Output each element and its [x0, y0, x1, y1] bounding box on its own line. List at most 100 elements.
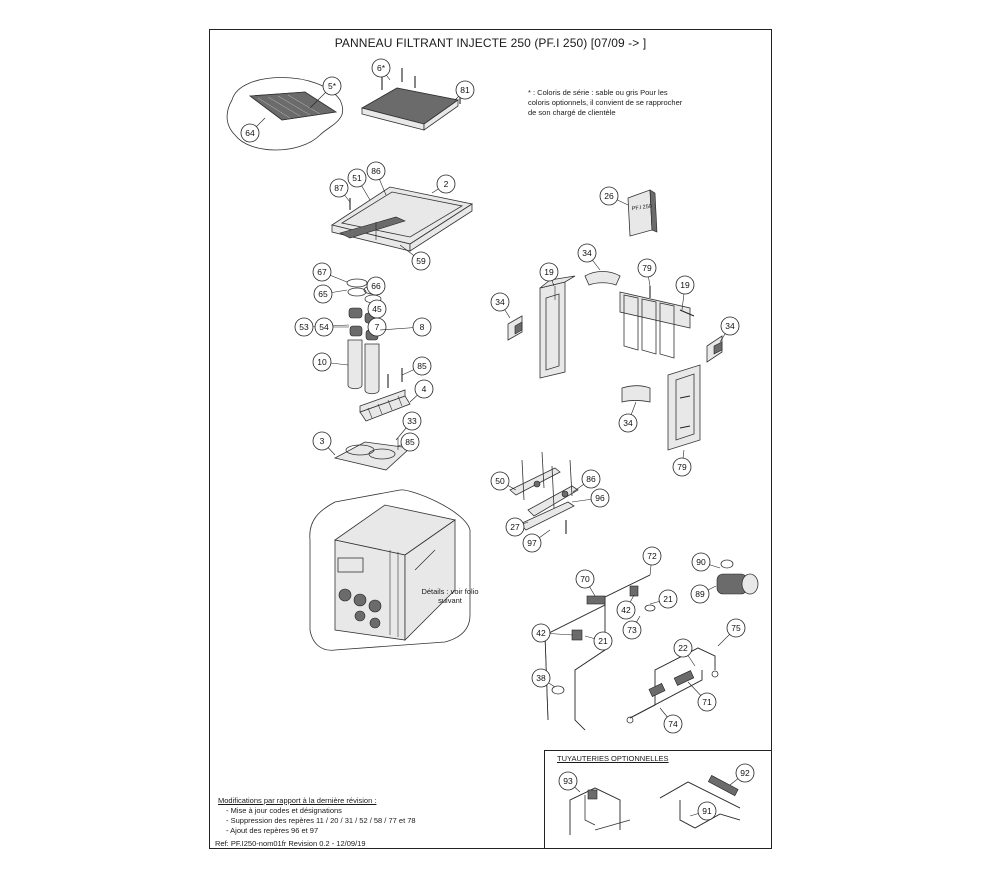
- callout-label: 64: [245, 128, 255, 138]
- callout-34: 34: [577, 243, 601, 271]
- callout-circle: [313, 284, 333, 304]
- callout-label: 4: [422, 384, 427, 394]
- callout-circle: [505, 517, 525, 537]
- part-26-manual: PF.I 250: [627, 189, 658, 237]
- modification-item: Suppression des repères 11 / 20 / 31 / 5…: [226, 816, 416, 826]
- callout-45: 45: [367, 299, 387, 319]
- callout-label: 3: [320, 436, 325, 446]
- callout-label: 33: [407, 416, 417, 426]
- callout-64: 64: [240, 117, 266, 143]
- callout-circle: [697, 801, 717, 821]
- callout-label: 79: [642, 263, 652, 273]
- callout-label: 91: [702, 806, 712, 816]
- callout-7: 7: [367, 317, 387, 337]
- callout-label: 92: [740, 768, 750, 778]
- callout-label: 79: [677, 462, 687, 472]
- callout-2: 2: [431, 174, 456, 194]
- callout-90: 90: [691, 552, 721, 572]
- callout-42: 42: [531, 623, 574, 643]
- skimmer-body: [309, 489, 471, 651]
- callout-42: 42: [616, 594, 636, 620]
- optional-pipe-93: [569, 787, 631, 835]
- callout-label: 22: [678, 643, 688, 653]
- callout-label: 2: [444, 179, 449, 189]
- callout-96: 96: [571, 488, 610, 508]
- callout-label: 21: [663, 594, 673, 604]
- callout-circle: [658, 589, 678, 609]
- callout-22: 22: [673, 638, 696, 667]
- callout-label: 34: [623, 418, 633, 428]
- part-2-filter-frame: [331, 186, 474, 252]
- callout-circle: [673, 638, 693, 658]
- optional-pipe-91-92: [659, 775, 741, 829]
- callout-circle: [590, 488, 610, 508]
- callout-label: 85: [405, 437, 415, 447]
- callout-19: 19: [539, 262, 559, 287]
- callout-59: 59: [399, 244, 431, 271]
- callout-label: 38: [536, 673, 546, 683]
- modifications-block: Modifications par rapport à la dernière …: [218, 796, 416, 836]
- part-79-weir-plate: [667, 364, 701, 451]
- callout-circle: [371, 58, 391, 78]
- callout-label: 21: [598, 636, 608, 646]
- callout-label: 51: [352, 173, 362, 183]
- callout-circle: [558, 771, 578, 791]
- callout-circle: [367, 317, 387, 337]
- callout-91: 91: [689, 801, 717, 821]
- callout-circle: [618, 413, 638, 433]
- callout-circle: [663, 714, 683, 734]
- callout-label: 87: [334, 183, 344, 193]
- callout-circle: [637, 258, 657, 278]
- part-34-cap-top: [584, 271, 621, 286]
- color-note: * : Coloris de série : sable ou gris Pou…: [528, 88, 683, 117]
- callout-label: 34: [725, 321, 735, 331]
- callout-79: 79: [637, 258, 657, 287]
- callout-label: 65: [318, 289, 328, 299]
- modification-item: Ajout des repères 96 et 97: [226, 826, 416, 836]
- callout-label: 42: [536, 628, 546, 638]
- callout-label: 86: [371, 166, 381, 176]
- callout-circle: [531, 668, 551, 688]
- callout-93: 93: [558, 771, 581, 793]
- callout-label: 26: [604, 191, 614, 201]
- piping-circuit-main: [544, 574, 656, 731]
- callout-circle: [581, 469, 601, 489]
- callout-97: 97: [522, 529, 551, 553]
- part-19-weir-left: [539, 275, 576, 379]
- part-50-support-rack: [509, 451, 579, 534]
- callout-circle: [599, 186, 619, 206]
- callout-86: 86: [572, 469, 601, 493]
- callout-circle: [531, 623, 551, 643]
- callout-circle: [455, 80, 475, 100]
- callout-circle: [675, 275, 695, 295]
- callout-51: 51: [347, 168, 371, 201]
- callout-81: 81: [454, 80, 475, 101]
- callout-circle: [347, 168, 367, 188]
- page-title: PANNEAU FILTRANT INJECTE 250 (PF.I 250) …: [334, 36, 647, 50]
- callout-75: 75: [717, 618, 746, 647]
- part-6-cover-grid: [360, 68, 461, 131]
- callout-38: 38: [531, 668, 556, 688]
- callout-74: 74: [659, 707, 683, 734]
- callout-label: 81: [460, 85, 470, 95]
- callout-circle: [412, 356, 432, 376]
- callout-circle: [312, 352, 332, 372]
- callout-circle: [490, 471, 510, 491]
- callout-label: 75: [731, 623, 741, 633]
- callout-label: 8: [420, 322, 425, 332]
- callout-19: 19: [675, 275, 695, 311]
- part-4-grid-bracket: [359, 389, 411, 422]
- part-34-clip-right: [706, 335, 723, 363]
- callout-34: 34: [490, 292, 511, 319]
- callout-circle: [726, 618, 746, 638]
- callout-label: 72: [647, 551, 657, 561]
- callout-5-star: 5*: [309, 76, 342, 109]
- callout-circle: [691, 552, 711, 572]
- callout-label: 74: [668, 719, 678, 729]
- callout-label: 90: [696, 557, 706, 567]
- modifications-list: Mise à jour codes et désignations Suppre…: [218, 806, 416, 836]
- callout-circle: [575, 569, 595, 589]
- callout-21: 21: [649, 589, 678, 609]
- callout-label: 86: [586, 474, 596, 484]
